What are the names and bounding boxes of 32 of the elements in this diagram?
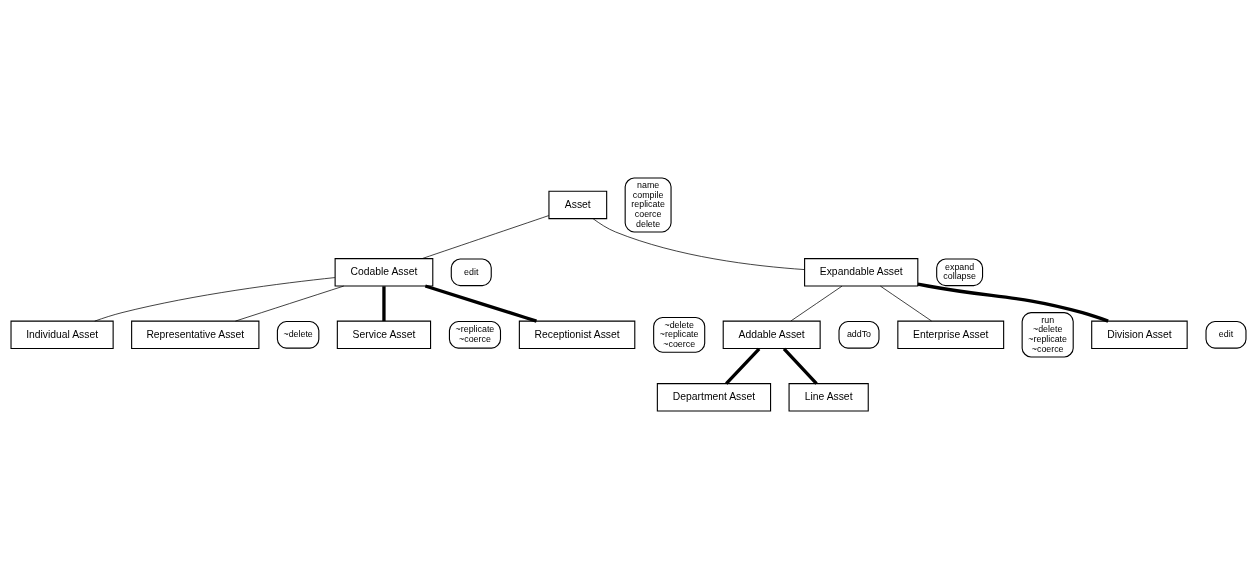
node-box: ~replicate ~coerce [448, 320, 502, 349]
node-box: Service Asset [336, 320, 432, 349]
connector [235, 285, 345, 321]
node-box: addTo [838, 320, 880, 349]
node-box: Expandable Asset [804, 257, 919, 287]
node-box: Asset [548, 190, 608, 219]
connector [725, 347, 761, 385]
node-box: Codable Asset [334, 257, 434, 287]
node-box: edit [1205, 320, 1247, 349]
node-box: expand collapse [936, 257, 984, 286]
node-box: Enterprise Asset [897, 320, 1005, 349]
connector [782, 347, 818, 385]
node-box: Addable Asset [722, 320, 821, 349]
connector [94, 276, 336, 321]
node-box: name compile replicate coerce delete [624, 176, 672, 233]
node-box: Department Asset [656, 382, 772, 412]
node-box: ~delete ~replicate ~coerce [653, 316, 706, 353]
node-box: Line Asset [788, 382, 869, 412]
node-box: Division Asset [1091, 320, 1188, 349]
node-box: Representative Asset [131, 320, 260, 349]
connector [382, 285, 386, 321]
connector [424, 283, 537, 323]
connector [592, 217, 805, 270]
node-box: run ~delete ~replicate ~coerce [1021, 311, 1074, 358]
connector [917, 282, 1109, 323]
connector [421, 214, 550, 259]
connector [880, 285, 932, 321]
node-box: Individual Asset [10, 320, 114, 349]
node-box: edit [450, 257, 492, 286]
connector [790, 285, 843, 321]
node-box: ~delete [276, 320, 320, 349]
node-box: Receptionist Asset [518, 320, 636, 349]
